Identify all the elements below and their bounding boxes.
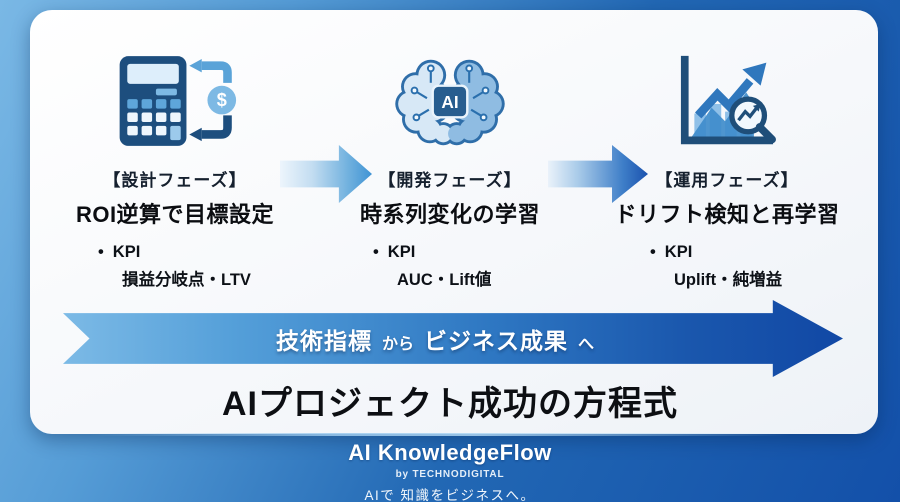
- brand-tagline: AIで 知識をビジネスへ。: [364, 488, 536, 502]
- phase-1-label: 【設計フェーズ】: [103, 171, 247, 190]
- phase-1-kpi-value: 損益分岐点・LTV: [122, 271, 251, 289]
- phase-3-kpi-list: • KPI Uplift・純増益: [602, 243, 852, 290]
- phase-development: AI 【開発フェーズ】 時系列変化の学習 • KPI AUC・Lift値: [325, 52, 575, 290]
- phase-2-kpi-label: KPI: [387, 243, 416, 261]
- brand-name: AI KnowledgeFlow: [348, 440, 552, 465]
- flow-from-term: 技術指標: [275, 327, 372, 354]
- phase-operation: 【運用フェーズ】 ドリフト検知と再学習 • KPI Uplift・純増益: [602, 52, 852, 290]
- phase-3-label: 【運用フェーズ】: [655, 171, 799, 190]
- phase-2-label: 【開発フェーズ】: [378, 171, 522, 190]
- phase-3-kpi-value: Uplift・純増益: [674, 271, 783, 289]
- phase-design: $ 【設計フェーズ】 ROI逆算で目標設定 • KPI 損益分岐点・LTV: [50, 52, 300, 290]
- phase-2-kpi-value: AUC・Lift値: [397, 271, 492, 289]
- ai-chip-glyph: AI: [441, 92, 458, 112]
- flow-to-term: ビジネス成果: [424, 327, 568, 354]
- footer: AI KnowledgeFlow by TECHNODIGITAL AIで 知識…: [0, 440, 900, 502]
- phase-1-title: ROI逆算で目標設定: [75, 202, 275, 227]
- phase-2-kpi-list: • KPI AUC・Lift値: [325, 243, 575, 290]
- bullet-icon: •: [373, 243, 379, 261]
- dollar-glyph: $: [217, 90, 227, 110]
- card-bottom-highlight: [90, 433, 790, 436]
- calculator-money-cycle-icon: $: [50, 52, 300, 152]
- ai-brain-circuit-icon: AI: [325, 52, 575, 152]
- phase-1-kpi-label: KPI: [112, 243, 141, 261]
- brand-byline: by TECHNODIGITAL: [395, 469, 505, 480]
- phase-2-title: 時系列変化の学習: [359, 202, 540, 227]
- phase-1-kpi-list: • KPI 損益分岐点・LTV: [50, 243, 300, 290]
- main-title: AIプロジェクト成功の方程式: [222, 385, 678, 423]
- flow-arrow-text: 技術指標 から ビジネス成果 へ: [276, 322, 594, 356]
- phase-3-title: ドリフト検知と再学習: [614, 202, 840, 227]
- flow-connector-2: へ: [578, 335, 595, 353]
- bullet-icon: •: [98, 243, 104, 261]
- bullet-icon: •: [650, 243, 656, 261]
- growth-chart-magnifier-icon: [602, 52, 852, 152]
- phase-3-kpi-label: KPI: [664, 243, 693, 261]
- flow-connector-1: から: [381, 335, 414, 353]
